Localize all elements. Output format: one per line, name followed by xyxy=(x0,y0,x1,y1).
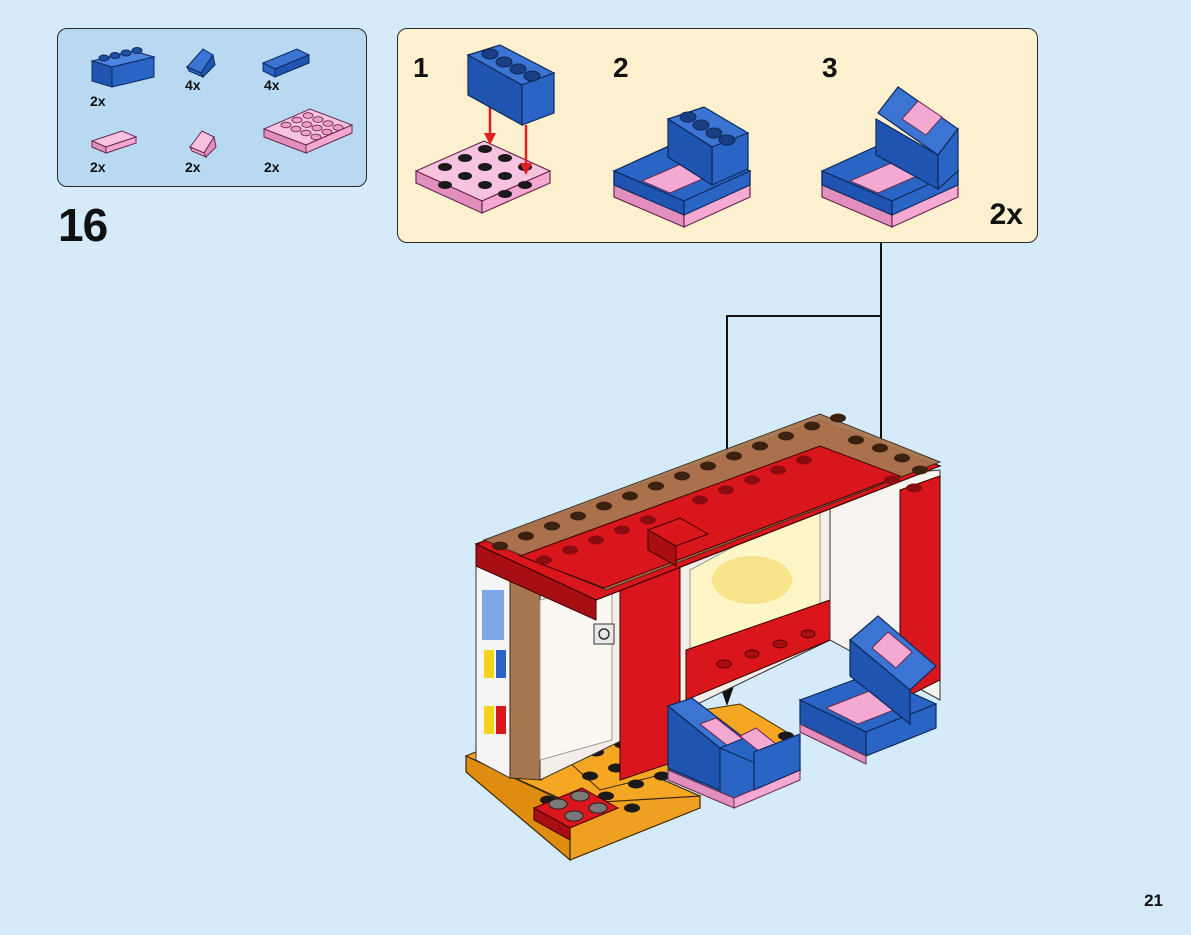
page-number: 21 xyxy=(1144,891,1163,911)
